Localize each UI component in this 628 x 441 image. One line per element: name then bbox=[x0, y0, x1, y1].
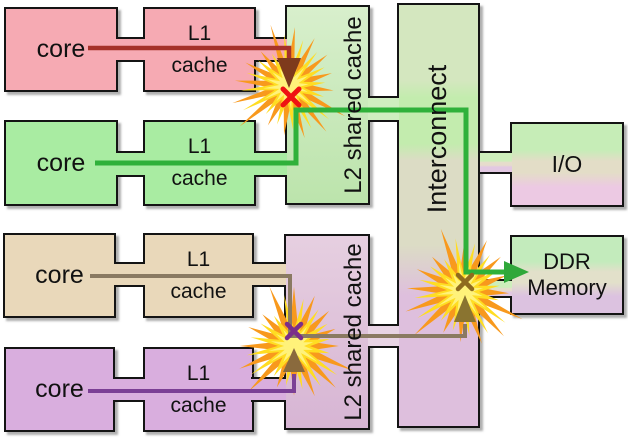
starburst-core bbox=[268, 318, 318, 370]
l2-shared-cache-bottom-label: L2 shared cache bbox=[340, 243, 367, 421]
core4-request-path bbox=[88, 374, 296, 393]
core1-blocked-arrowhead-down bbox=[277, 58, 301, 88]
contention-x-l2-bottom bbox=[284, 321, 304, 341]
core2-arrowhead-to-ddr bbox=[504, 261, 529, 283]
l1-label-2: L1 bbox=[187, 135, 212, 158]
ddr-memory-box: DDR Memory bbox=[510, 235, 624, 315]
contention-x-ddr bbox=[455, 272, 475, 292]
core-label-1: core bbox=[36, 35, 86, 63]
ddr-label-line1: DDR bbox=[543, 249, 591, 274]
l1-label-2b: cache bbox=[171, 167, 228, 190]
interconnect-label: Interconnect bbox=[421, 64, 452, 214]
core4-blocked-arrowhead-up bbox=[283, 348, 305, 372]
core2-request-path bbox=[95, 107, 504, 275]
l1-label-4: L1 bbox=[186, 361, 211, 385]
core-label-4: core bbox=[35, 375, 84, 403]
ddr-label-line2: Memory bbox=[527, 275, 607, 300]
l1-label-1b: cache bbox=[171, 53, 228, 77]
connector-interconnect-io bbox=[480, 151, 512, 174]
io-label: I/O bbox=[551, 151, 583, 177]
l1-label-4b: cache bbox=[170, 393, 227, 417]
core3-blocked-arrowhead-up bbox=[454, 295, 476, 322]
starburst-core bbox=[263, 58, 311, 110]
l2-shared-cache-top-label: L2 shared cache bbox=[340, 16, 367, 194]
l1-label-1: L1 bbox=[187, 21, 212, 45]
l1-label-3b: cache bbox=[170, 279, 227, 303]
core-label-3: core bbox=[35, 261, 84, 289]
l1-label-3: L1 bbox=[186, 247, 211, 271]
contention-starburst-l2-bottom bbox=[239, 286, 354, 397]
core1-request-path bbox=[88, 45, 292, 60]
core-label-2: core bbox=[36, 148, 86, 177]
contention-x-core1 bbox=[280, 86, 302, 108]
